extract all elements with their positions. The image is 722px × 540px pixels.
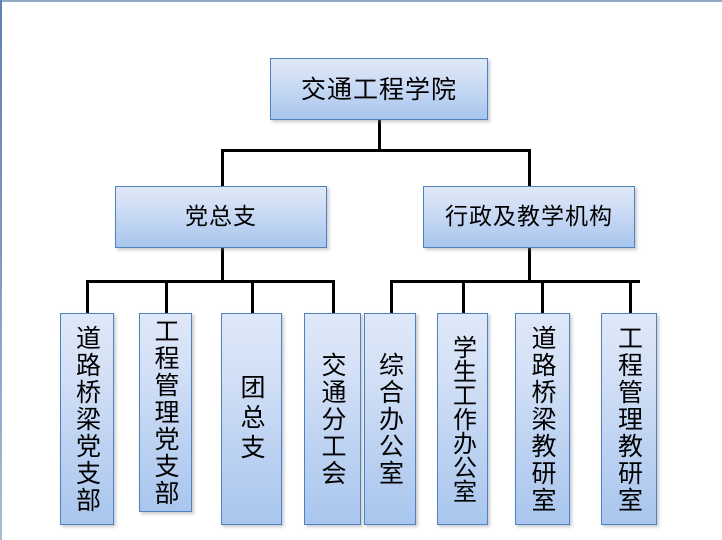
connector-party-branch-bar: [86, 280, 335, 283]
node-student-affairs-office[interactable]: 学生工作办公室: [437, 313, 488, 525]
connector-drop-youth-league: [251, 280, 254, 313]
connector-drop-union: [332, 280, 335, 313]
connector-drop-eng-mgmt-teaching: [629, 280, 632, 313]
slide-frame-left-rule: [0, 0, 2, 540]
node-engineering-management-teaching-research-office[interactable]: 工程管理教研室: [601, 313, 657, 525]
node-transportation-union-branch[interactable]: 交通分工会: [304, 313, 361, 525]
connector-root-stem: [378, 120, 381, 151]
connector-drop-road-bridge-teaching: [541, 280, 544, 313]
node-engineering-management-party-branch[interactable]: 工程管理党支部: [139, 313, 192, 512]
node-label: 团总支: [237, 374, 266, 464]
node-party-general-branch[interactable]: 党总支: [115, 186, 327, 248]
slide-frame-top-rule: [0, 0, 722, 2]
node-admin-and-teaching-organizations[interactable]: 行政及教学机构: [423, 186, 635, 248]
node-label: 道路桥梁教研室: [528, 324, 557, 514]
node-general-office[interactable]: 综合办公室: [364, 313, 416, 525]
connector-drop-road-bridge-party: [86, 280, 89, 313]
connector-drop-party-branch: [221, 149, 224, 186]
node-label: 交通分工会: [318, 351, 347, 487]
node-label: 道路桥梁党支部: [72, 324, 102, 514]
node-transportation-engineering-college[interactable]: 交通工程学院: [270, 58, 488, 120]
connector-party-branch-stem: [221, 248, 224, 282]
node-label: 行政及教学机构: [445, 203, 613, 230]
connector-admin-teaching-stem: [528, 248, 531, 282]
node-label: 交通工程学院: [300, 74, 457, 104]
node-road-bridge-teaching-research-office[interactable]: 道路桥梁教研室: [515, 313, 570, 525]
node-label: 党总支: [185, 203, 257, 230]
connector-drop-student-affairs: [462, 280, 465, 313]
node-youth-league-general-branch[interactable]: 团总支: [221, 313, 282, 525]
node-road-bridge-party-branch[interactable]: 道路桥梁党支部: [60, 313, 114, 525]
connector-admin-teaching-bar: [390, 280, 640, 283]
node-label: 综合办公室: [375, 351, 405, 487]
connector-level2-bar: [221, 149, 531, 152]
connector-drop-eng-mgmt-party: [165, 280, 168, 313]
node-label: 工程管理教研室: [614, 324, 644, 514]
node-label: 工程管理党支部: [151, 318, 180, 507]
connector-drop-general-office: [390, 280, 393, 313]
connector-drop-admin-teaching: [528, 149, 531, 186]
node-label: 学生工作办公室: [448, 335, 477, 503]
